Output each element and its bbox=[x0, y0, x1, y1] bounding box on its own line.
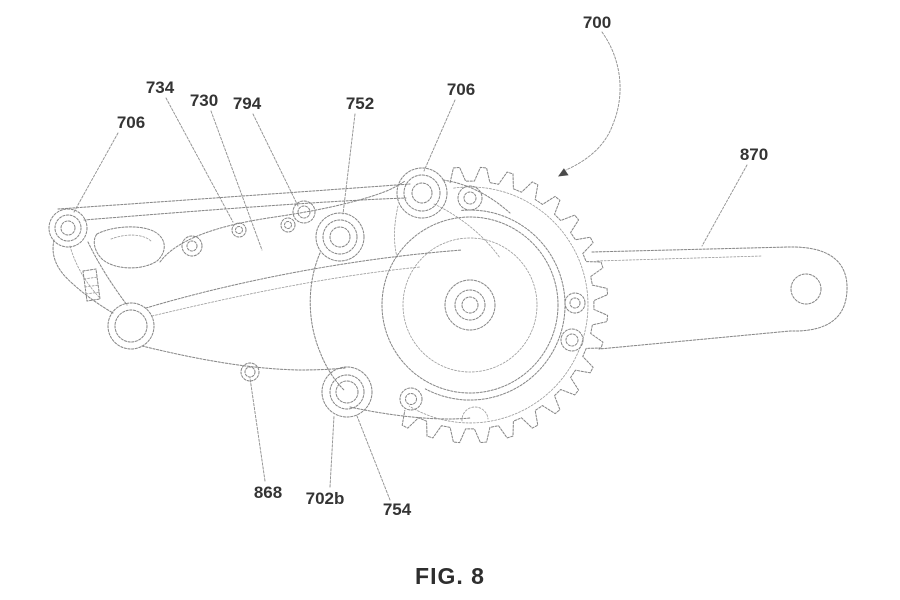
fasteners bbox=[48, 167, 586, 418]
left-bracket bbox=[52, 226, 165, 314]
ref-734-leader bbox=[165, 97, 234, 223]
ref-730-leader bbox=[210, 110, 263, 251]
ref-700-assembly: 700 bbox=[583, 13, 611, 32]
bolt bbox=[231, 222, 247, 238]
assembly-arrowhead bbox=[558, 168, 569, 177]
bolt bbox=[181, 235, 203, 257]
ref-794-leader bbox=[252, 113, 299, 207]
pedal-hole bbox=[790, 273, 822, 305]
boss-702b bbox=[321, 366, 373, 418]
ref-794: 794 bbox=[233, 94, 262, 113]
ref-754: 754 bbox=[383, 500, 412, 519]
ref-870: 870 bbox=[740, 145, 768, 164]
bolt bbox=[457, 185, 483, 211]
pivot-boss-top bbox=[396, 167, 448, 219]
bolt bbox=[280, 217, 296, 233]
chainring-arc bbox=[408, 186, 589, 424]
ref-752: 752 bbox=[346, 94, 374, 113]
ref-706-left: 706 bbox=[117, 113, 145, 132]
ref-730: 730 bbox=[190, 91, 218, 110]
linkage-arm bbox=[57, 183, 411, 221]
ref-734: 734 bbox=[146, 78, 175, 97]
chainring-arc bbox=[424, 209, 566, 401]
chainring bbox=[401, 166, 609, 444]
hub-spindle bbox=[444, 279, 496, 331]
ref-702b-leader bbox=[329, 415, 335, 488]
bolt bbox=[560, 328, 584, 352]
assembly-arrow-curve bbox=[565, 31, 621, 171]
ref-706-left-leader bbox=[73, 132, 119, 213]
ref-870-leader bbox=[701, 164, 748, 247]
boss-752 bbox=[315, 212, 365, 262]
ref-754-leader bbox=[356, 415, 391, 501]
bolt bbox=[240, 362, 260, 382]
ref-702b: 702b bbox=[306, 489, 345, 508]
ref-868-leader bbox=[249, 377, 266, 482]
crank-arm-left bbox=[141, 249, 463, 371]
chainring-teeth bbox=[401, 166, 609, 444]
bolt bbox=[292, 200, 316, 224]
figure-caption: FIG. 8 bbox=[415, 563, 485, 589]
bolt bbox=[564, 292, 586, 314]
adjuster-screw bbox=[82, 268, 101, 302]
bolt bbox=[399, 387, 423, 411]
ref-752-leader bbox=[342, 113, 356, 215]
ref-706-top-leader bbox=[423, 99, 456, 172]
arm-end-bore bbox=[107, 302, 155, 350]
pivot-bolt-left bbox=[48, 208, 88, 248]
crank-arm-right bbox=[591, 246, 848, 350]
ref-706-top: 706 bbox=[447, 80, 475, 99]
ref-868: 868 bbox=[254, 483, 282, 502]
